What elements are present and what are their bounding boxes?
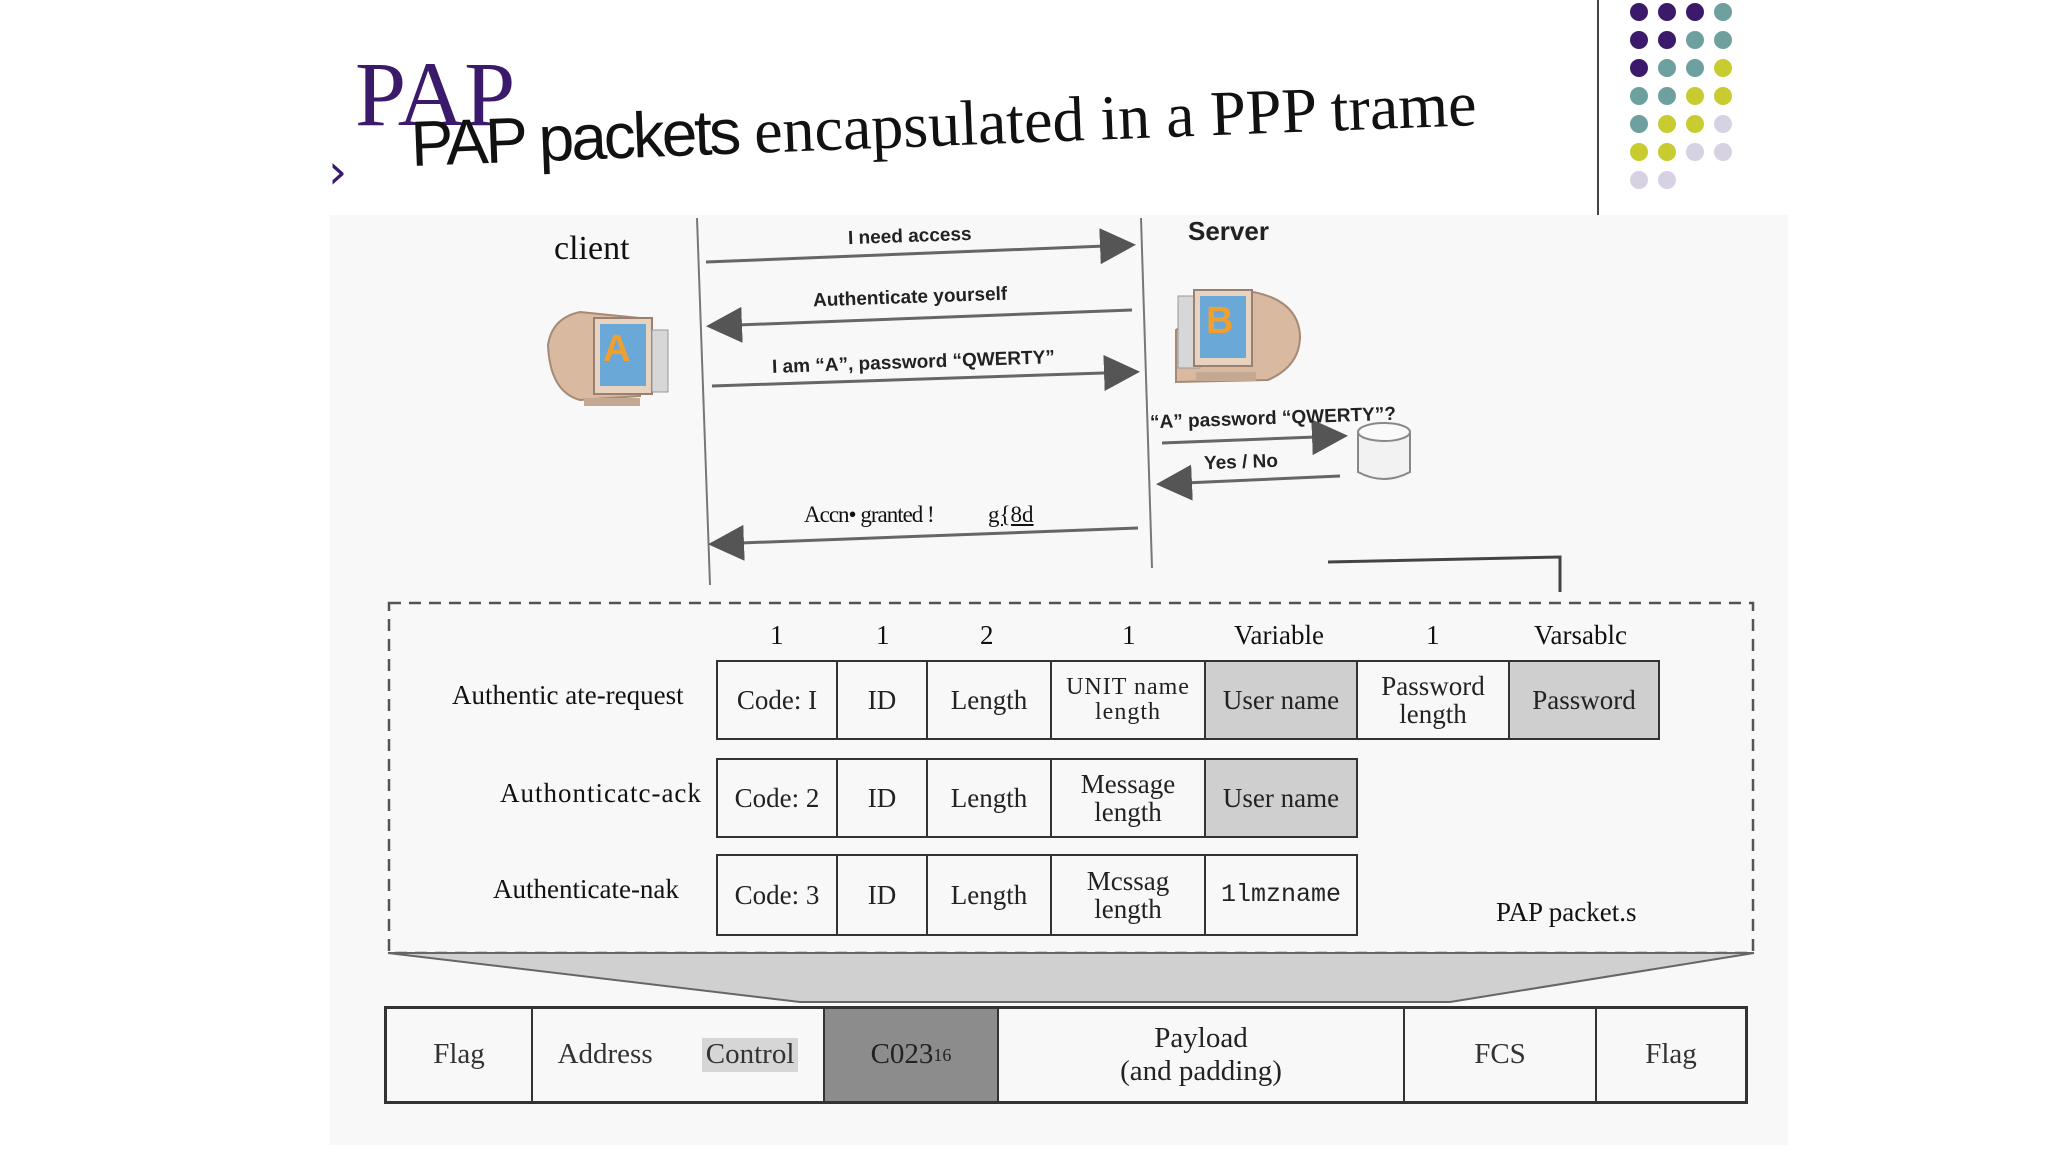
decor-dot bbox=[1714, 143, 1732, 161]
cell-id: ID bbox=[836, 660, 928, 740]
cell-length: Length bbox=[926, 758, 1052, 838]
decor-dot bbox=[1630, 143, 1648, 161]
field-size: 2 bbox=[980, 620, 994, 650]
decor-dot bbox=[1658, 59, 1676, 77]
frame-payload-line2: (and padding) bbox=[1120, 1055, 1282, 1087]
cell-code: Code: 3 bbox=[716, 854, 838, 936]
decor-dot bbox=[1686, 59, 1704, 77]
server-label: Server bbox=[1188, 216, 1269, 246]
field-size-header: 1 1 2 1 Variable 1 Varsablc bbox=[0, 620, 2048, 660]
arrow-db-query bbox=[1161, 419, 1348, 456]
cell-user-name: User name bbox=[1204, 758, 1358, 838]
decor-divider-line bbox=[1597, 0, 1599, 230]
request-packet-table: Code: I ID Length UNIT name length User … bbox=[716, 660, 1660, 740]
msg-access-granted: Accn• granted ! bbox=[804, 502, 935, 527]
decor-dot bbox=[1686, 115, 1704, 133]
decor-dot bbox=[1630, 3, 1648, 21]
decor-dot bbox=[1630, 31, 1648, 49]
frame-payload-line1: Payload bbox=[1154, 1021, 1248, 1054]
frame-fcs: FCS bbox=[1405, 1009, 1597, 1101]
arrow-yes-no bbox=[1156, 464, 1341, 501]
field-size: Varsablc bbox=[1534, 620, 1627, 650]
database-icon bbox=[1357, 422, 1411, 480]
client-computer-icon bbox=[546, 310, 669, 406]
decor-dot bbox=[1658, 115, 1676, 133]
decor-dot bbox=[1714, 115, 1732, 133]
cell-code: Code: 2 bbox=[716, 758, 838, 838]
client-label: client bbox=[554, 230, 630, 267]
decor-dot bbox=[1686, 87, 1704, 105]
cell-name: 1lmzname bbox=[1204, 854, 1358, 936]
cell-user-name: User name bbox=[1204, 660, 1358, 740]
server-computer-icon bbox=[1175, 288, 1302, 384]
arrow-credentials bbox=[711, 355, 1140, 391]
cell-message-length: Message length bbox=[1050, 758, 1206, 838]
msg-garbled: g{8d bbox=[988, 502, 1034, 527]
frame-protocol-value: C023 bbox=[870, 1038, 934, 1071]
arrow-access-granted bbox=[708, 524, 1139, 561]
decor-dot bbox=[1630, 115, 1648, 133]
frame-address: Address bbox=[557, 1038, 653, 1071]
decorative-dot-grid bbox=[1630, 3, 1732, 189]
field-size: 1 bbox=[1122, 620, 1136, 650]
slide-title: PAP bbox=[355, 43, 516, 145]
decor-dot bbox=[1658, 31, 1676, 49]
decor-dot bbox=[1658, 87, 1676, 105]
frame-flag-start: Flag bbox=[387, 1009, 533, 1101]
decor-dot bbox=[1714, 3, 1732, 21]
packet-name-request: Authentic ate-request bbox=[452, 680, 684, 710]
cell-id: ID bbox=[836, 758, 928, 838]
frame-control: Control bbox=[701, 1038, 799, 1072]
cell-length: Length bbox=[926, 854, 1052, 936]
msg-yes-no: Yes / No bbox=[1203, 450, 1279, 475]
msg-need-access: I need access bbox=[847, 223, 972, 250]
frame-protocol-subscript: 16 bbox=[933, 1044, 952, 1065]
cell-id: ID bbox=[836, 854, 928, 936]
server-pc-letter: B bbox=[1206, 300, 1234, 342]
pap-packets-dashed-box bbox=[387, 601, 1755, 955]
ack-packet-table: Code: 2 ID Length Message length User na… bbox=[716, 758, 1358, 838]
decor-dot bbox=[1686, 31, 1704, 49]
decor-dot bbox=[1630, 171, 1648, 189]
pap-packets-caption: PAP packet.s bbox=[1496, 897, 1637, 927]
cell-name-length: UNIT name length bbox=[1050, 660, 1206, 740]
decor-dot bbox=[1686, 143, 1704, 161]
decor-dot bbox=[1658, 3, 1676, 21]
decor-dot bbox=[1658, 171, 1676, 189]
field-size: Variable bbox=[1234, 620, 1324, 650]
field-size: 1 bbox=[876, 620, 890, 650]
packet-name-nak: Authenticate-nak bbox=[493, 874, 679, 904]
server-lifeline bbox=[1140, 217, 1153, 569]
frame-payload: Payload (and padding) bbox=[999, 1009, 1405, 1101]
decor-dot bbox=[1630, 87, 1648, 105]
nak-packet-table: Code: 3 ID Length Mcssag length 1lmzname bbox=[716, 854, 1358, 936]
bullet-icon: › bbox=[328, 144, 348, 200]
cell-code: Code: I bbox=[716, 660, 838, 740]
cell-length: Length bbox=[926, 660, 1052, 740]
decor-dot bbox=[1714, 31, 1732, 49]
field-size: 1 bbox=[770, 620, 784, 650]
client-pc-letter: A bbox=[603, 328, 631, 370]
arrow-authenticate-yourself bbox=[706, 306, 1133, 343]
cell-password-length: Password length bbox=[1356, 660, 1510, 740]
packet-name-ack: Authonticatc-ack bbox=[500, 778, 702, 808]
client-lifeline bbox=[696, 217, 711, 586]
cell-message-length: Mcssag length bbox=[1050, 854, 1206, 936]
frame-flag-end: Flag bbox=[1645, 1038, 1697, 1071]
frame-address-control: Address Control bbox=[533, 1009, 825, 1101]
decor-dot bbox=[1714, 87, 1732, 105]
decor-dot bbox=[1658, 143, 1676, 161]
cell-password: Password bbox=[1508, 660, 1660, 740]
funnel-shape bbox=[387, 952, 1755, 1003]
bracket-line bbox=[1327, 555, 1562, 592]
field-size: 1 bbox=[1426, 620, 1440, 650]
arrow-need-access bbox=[705, 228, 1136, 265]
decor-dot bbox=[1714, 59, 1732, 77]
decor-dot bbox=[1630, 59, 1648, 77]
decor-dot bbox=[1686, 3, 1704, 21]
